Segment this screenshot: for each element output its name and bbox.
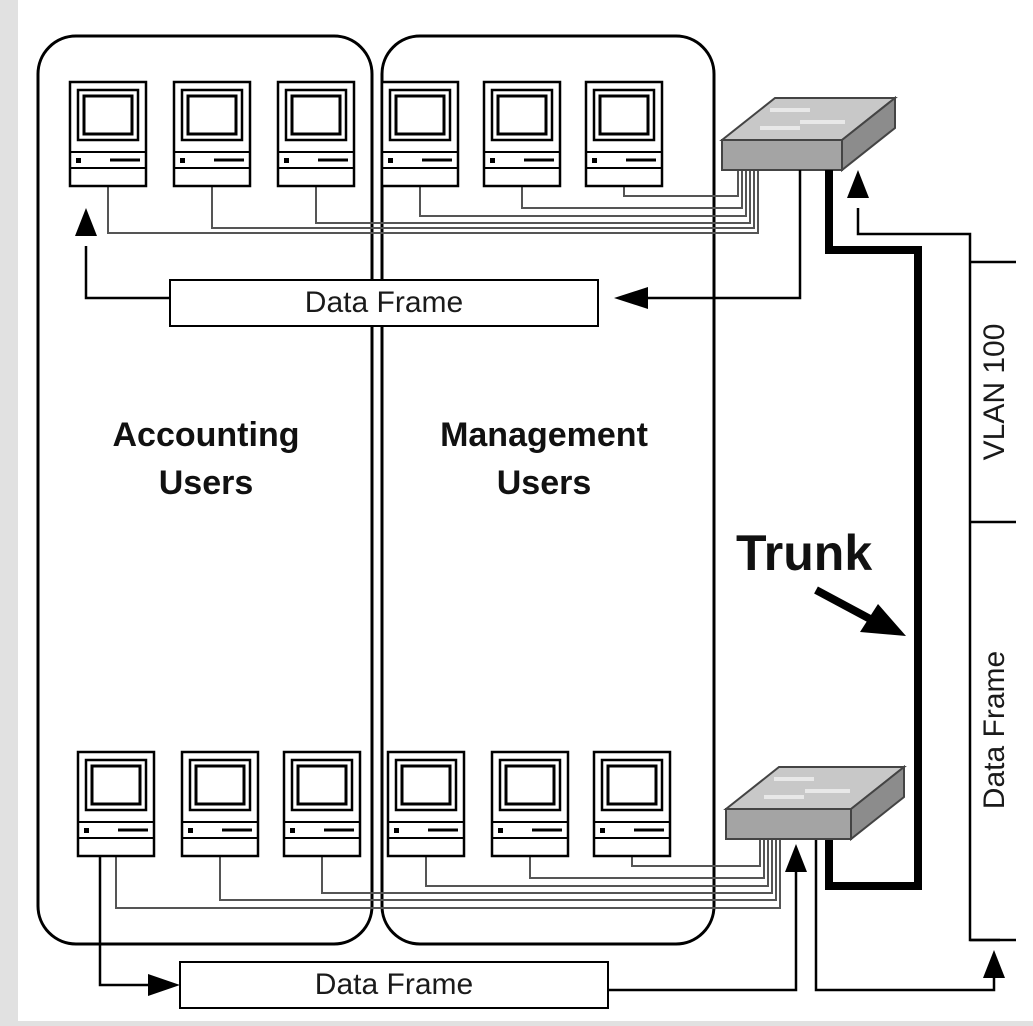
management-label-line2: Users	[497, 464, 592, 502]
computer-icon	[592, 750, 672, 858]
bottom-switch-icon	[723, 764, 907, 842]
computer-icon	[76, 750, 156, 858]
trunk-pointer-icon	[814, 586, 906, 636]
top-frame-path-out	[84, 246, 170, 300]
management-group-outline	[380, 34, 716, 946]
top-frame-path-in	[648, 170, 802, 300]
side-data-frame-label: Data Frame	[978, 651, 1011, 809]
computer-icon	[584, 80, 664, 188]
accounting-label-line2: Users	[159, 464, 254, 502]
top-data-frame-box	[169, 279, 599, 327]
arrow-icon	[614, 287, 648, 309]
arrow-icon	[983, 950, 1005, 978]
computer-icon	[68, 80, 148, 188]
computer-icon	[386, 750, 466, 858]
arrow-icon	[785, 844, 807, 872]
management-label-line1: Management	[440, 416, 648, 454]
arrow-icon	[75, 208, 97, 236]
top-cabling	[107, 170, 759, 234]
computer-icon	[172, 80, 252, 188]
computer-icon	[180, 750, 260, 858]
computer-icon	[380, 80, 460, 188]
bottom-frame-path-out	[608, 872, 798, 992]
arrow-icon	[847, 170, 869, 198]
tagged-exit-path	[814, 840, 996, 992]
accounting-group-outline	[36, 34, 374, 946]
bottom-cabling	[115, 840, 781, 909]
trunk-line	[825, 170, 922, 890]
computer-icon	[482, 80, 562, 188]
top-switch-icon	[719, 95, 898, 173]
trunk-label: Trunk	[736, 525, 872, 581]
side-bar-dividers	[970, 260, 1016, 942]
bottom-frame-path-in	[98, 856, 150, 987]
top-data-frame-label: Data Frame	[305, 286, 463, 319]
arrow-icon	[148, 974, 180, 996]
bottom-data-frame-label: Data Frame	[315, 968, 473, 1001]
computer-icon	[490, 750, 570, 858]
vlan-tag-label: VLAN 100	[978, 324, 1011, 461]
computer-icon	[282, 750, 362, 858]
computer-icon	[276, 80, 356, 188]
bottom-data-frame-box	[179, 961, 609, 1009]
accounting-label-line1: Accounting	[113, 416, 300, 454]
